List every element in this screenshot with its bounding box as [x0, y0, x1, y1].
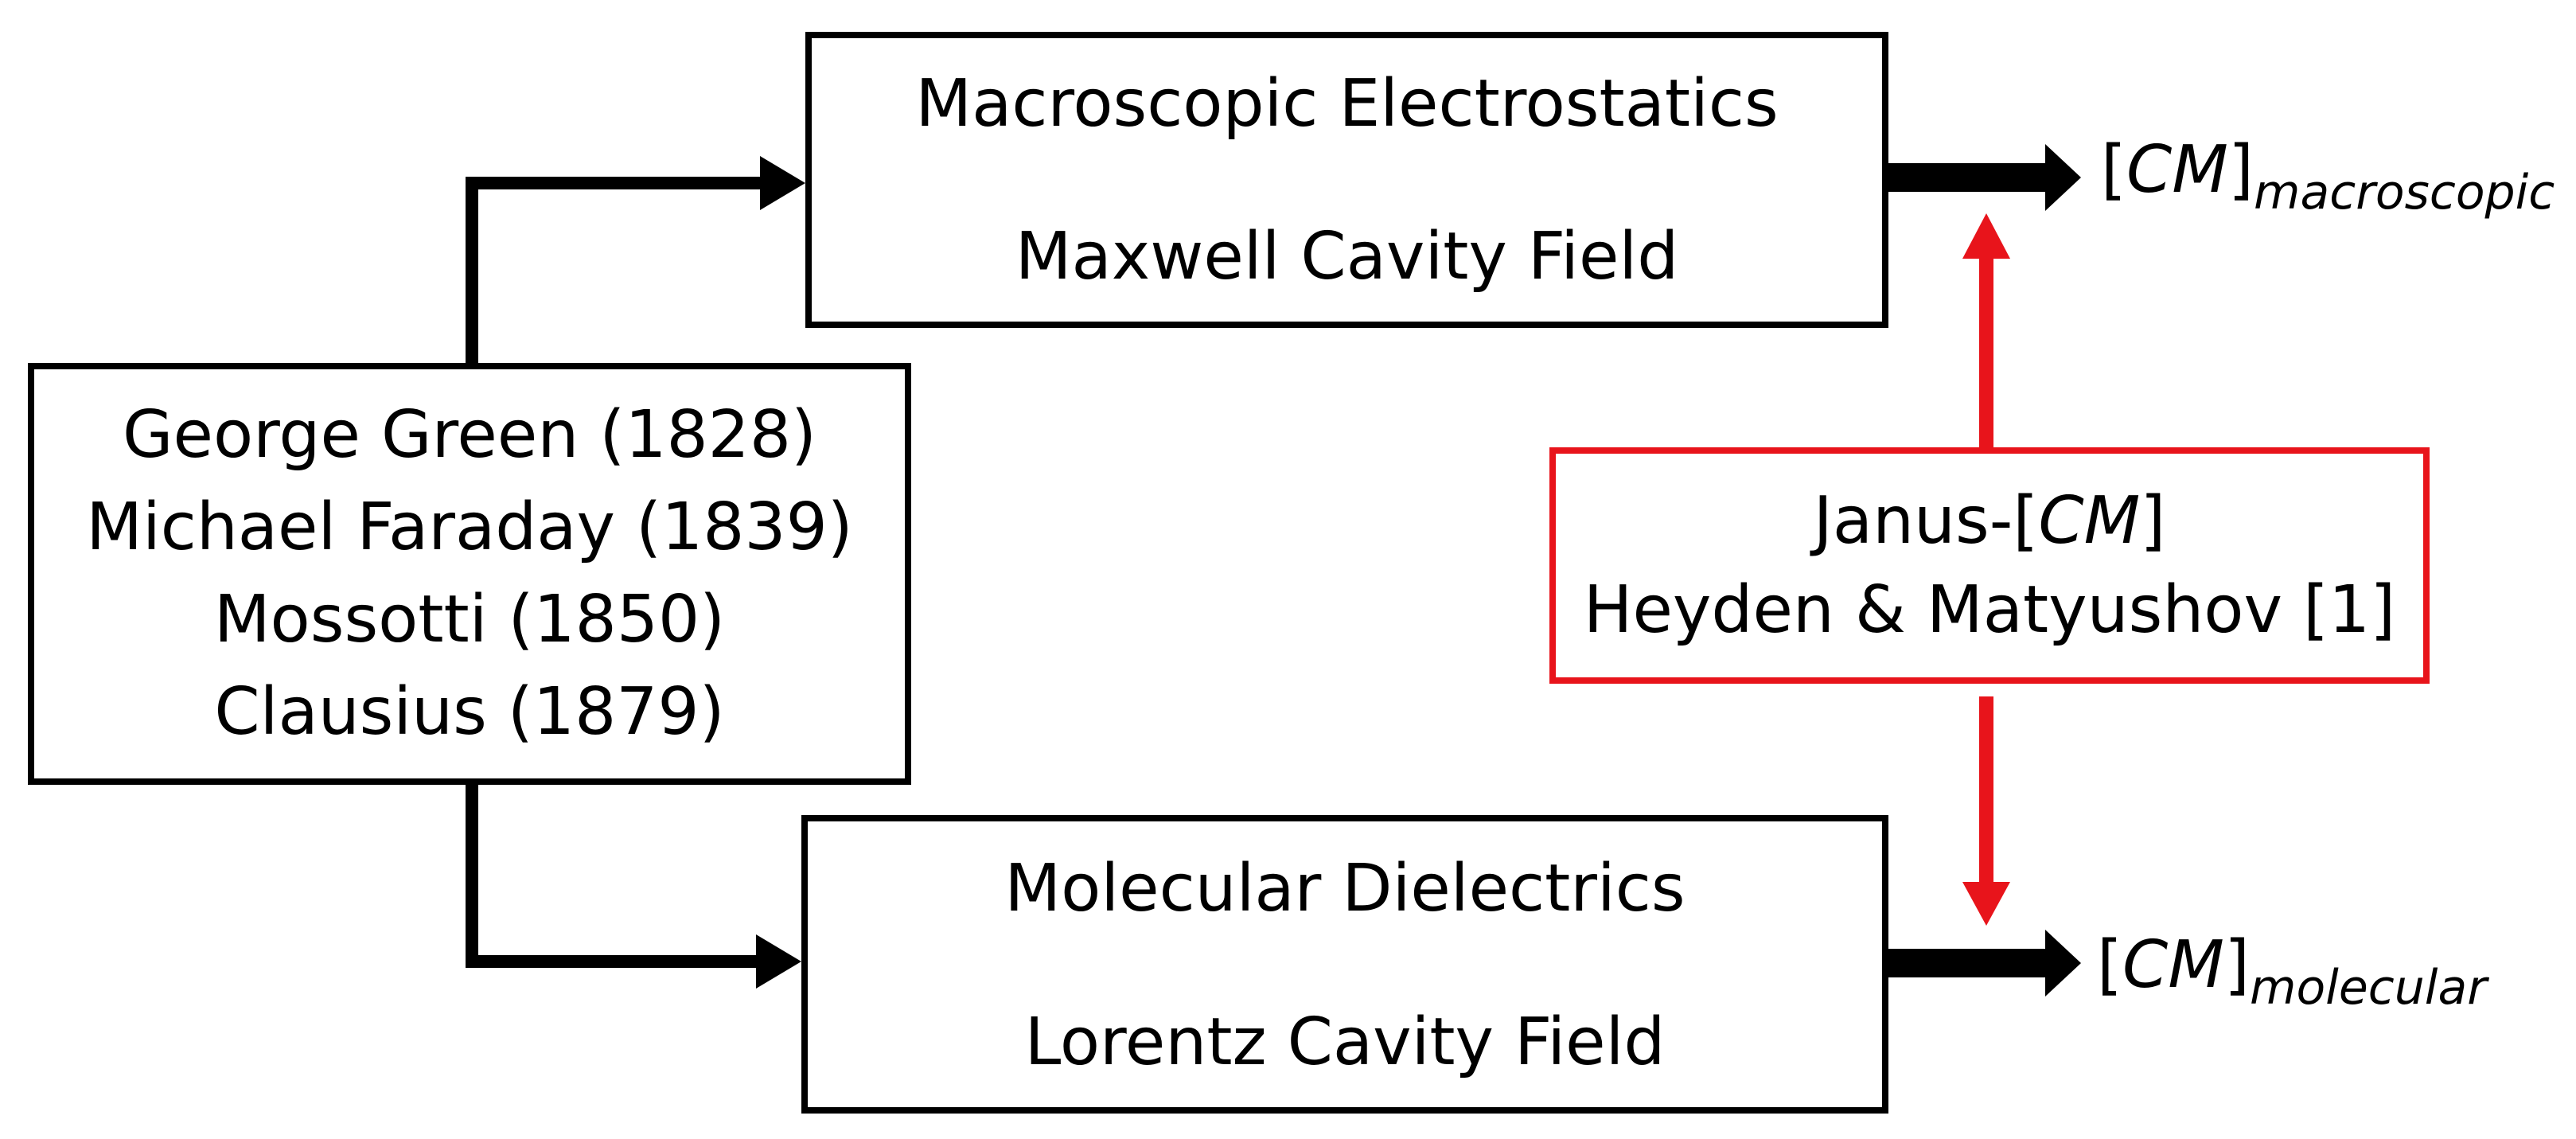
arrow-left-to-bottom-head — [756, 934, 801, 989]
arrow-bottom-output-head — [2045, 930, 2081, 997]
cm-mol-italic: CM — [2122, 927, 2225, 1003]
author-mossotti: Mossotti (1850) — [213, 582, 726, 657]
cm-macro-subscript: macroscopic — [2254, 165, 2555, 220]
red-arrow-up-shaft — [1979, 255, 1993, 447]
red-arrow-up-head — [1962, 213, 2010, 259]
cm-macro-close: ] — [2228, 132, 2254, 208]
molecular-dielectrics-box: Molecular Dielectrics Lorentz Cavity Fie… — [801, 815, 1888, 1114]
cm-mol-subscript: molecular — [2250, 960, 2487, 1016]
lorentz-cavity-field-label: Lorentz Cavity Field — [1024, 1004, 1666, 1080]
author-clausius: Clausius (1879) — [214, 674, 725, 750]
arrow-top-output-shaft — [1888, 163, 2048, 192]
molecular-dielectrics-title: Molecular Dielectrics — [1004, 851, 1686, 926]
red-arrow-down-shaft — [1979, 696, 1993, 886]
janus-cm-box: Janus-[CM] Heyden & Matyushov [1] — [1549, 447, 2430, 684]
arrow-bottom-output-shaft — [1888, 949, 2048, 977]
arrow-left-to-top-head — [760, 156, 805, 210]
arrow-top-output-head — [2045, 144, 2081, 211]
red-arrow-down-head — [1962, 882, 2010, 926]
cm-macro-open: [ — [2101, 132, 2126, 208]
janus-prefix: Janus-[ — [1813, 482, 2039, 559]
janus-cm-italic: CM — [2038, 482, 2141, 559]
arrow-left-to-top — [466, 177, 764, 363]
cm-mol-close: ] — [2224, 927, 2251, 1003]
arrow-left-to-bottom — [466, 785, 760, 968]
cm-macroscopic-label: [CM]macroscopic — [2101, 138, 2555, 217]
cm-mol-open: [ — [2097, 927, 2122, 1003]
macroscopic-electrostatics-box: Macroscopic Electrostatics Maxwell Cavit… — [805, 32, 1888, 328]
heyden-matyushov-reference: Heyden & Matyushov [1] — [1583, 571, 2396, 648]
janus-cm-title: Janus-[CM] — [1814, 477, 2166, 566]
cm-macro-italic: CM — [2126, 132, 2229, 208]
historical-authors-box: George Green (1828) Michael Faraday (183… — [28, 363, 911, 785]
cm-molecular-label: [CM]molecular — [2097, 933, 2487, 1012]
author-faraday: Michael Faraday (1839) — [86, 490, 853, 565]
maxwell-cavity-field-label: Maxwell Cavity Field — [1015, 219, 1679, 295]
janus-suffix: ] — [2140, 482, 2166, 559]
macroscopic-electrostatics-title: Macroscopic Electrostatics — [915, 66, 1779, 142]
author-green: George Green (1828) — [122, 397, 817, 473]
